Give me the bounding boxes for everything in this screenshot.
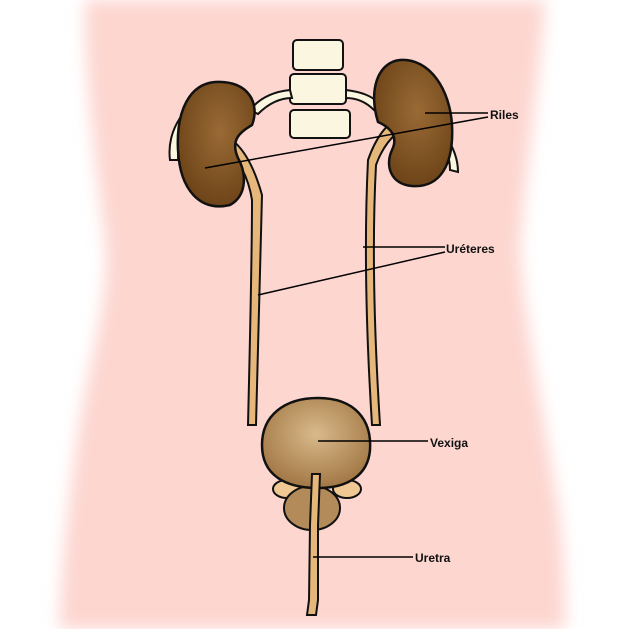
spine [248,39,382,139]
right-ureter [364,116,406,426]
label-ureters: Uréteres [446,242,495,256]
leader-lines [204,112,489,558]
left-ureter [226,138,264,426]
left-kidney [176,80,256,208]
label-bladder: Vexiga [430,436,468,450]
label-urethra: Uretra [415,551,451,565]
label-kidneys: Riles [490,108,519,122]
right-kidney [372,58,454,188]
urethra [305,473,322,616]
